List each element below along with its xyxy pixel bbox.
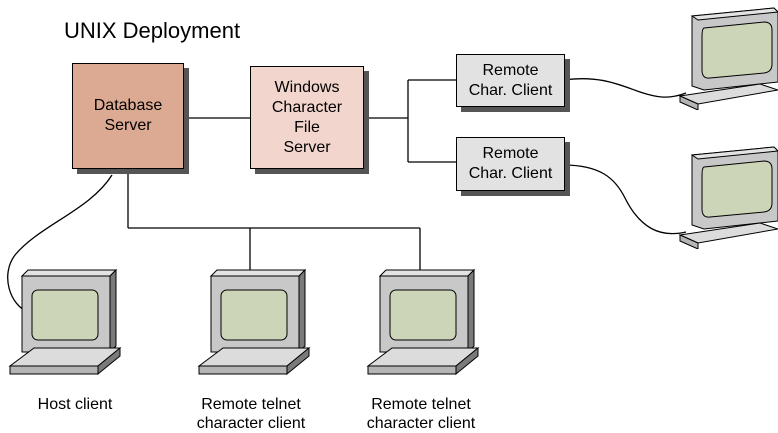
- diagram-title: UNIX Deployment: [64, 18, 241, 43]
- remote-char-client-box-1: Remote Char. Client: [456, 54, 565, 107]
- rcc1-to-pc1-cable: [562, 78, 687, 98]
- remote-pc-icon-2: [678, 146, 778, 249]
- telnet-client-label-2: Remote telnet character client: [366, 396, 476, 432]
- database-server-box: Database Server: [72, 63, 184, 169]
- host-terminal-icon: [8, 268, 122, 376]
- remote-char-client-box-2: Remote Char. Client: [456, 137, 565, 191]
- db-to-host-cable: [7, 174, 113, 313]
- telnet-terminal-icon-2: [366, 268, 480, 376]
- rcc2-to-pc2-cable: [562, 164, 687, 235]
- host-client-label: Host client: [37, 396, 113, 413]
- remote-pc-icon-1: [678, 7, 778, 110]
- telnet-client-label-1: Remote telnet character client: [196, 396, 306, 432]
- file-server-box: Windows Character File Server: [250, 66, 364, 169]
- telnet-terminal-icon-1: [197, 268, 311, 376]
